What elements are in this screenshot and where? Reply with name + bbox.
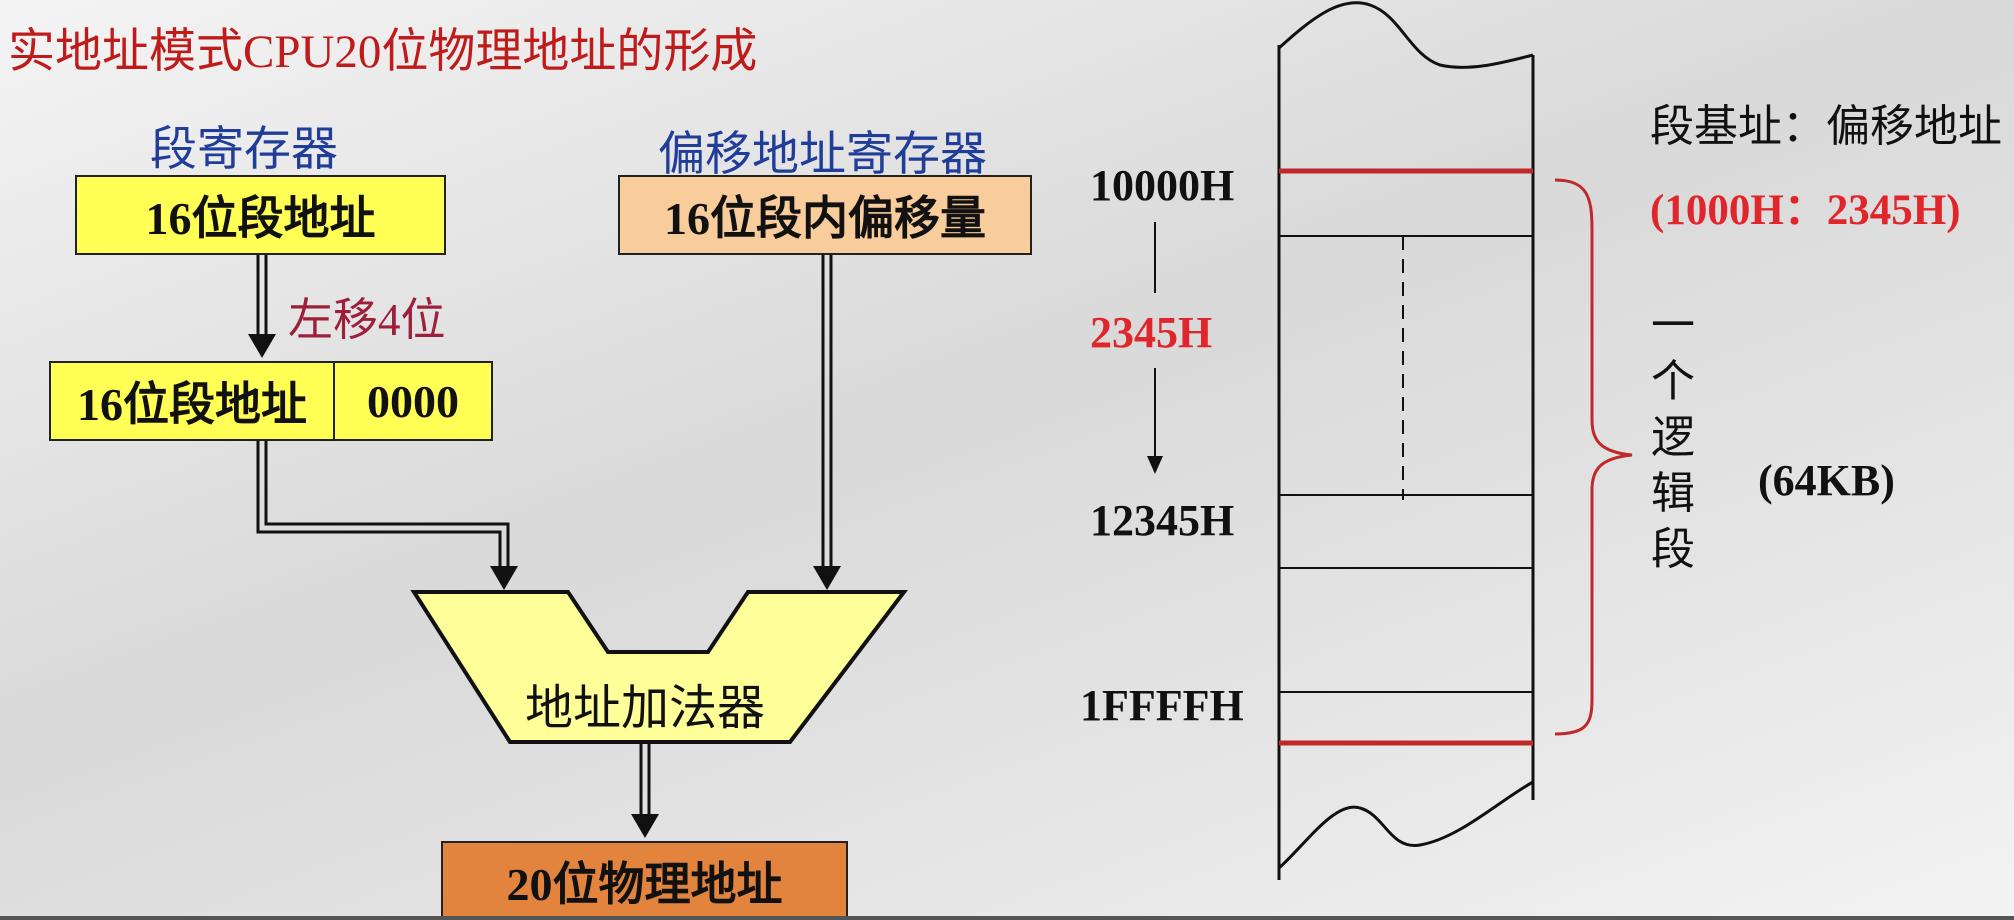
page-title: 实地址模式CPU20位物理地址的形成 <box>8 26 758 78</box>
shifted-segment-label: 16位段地址 <box>77 379 307 430</box>
adder-to-physical-arrow <box>631 742 659 838</box>
logical-segment-brace <box>1554 178 1633 736</box>
segment-address-box: 16位段地址 <box>75 175 446 255</box>
segment-register-label: 段寄存器 <box>150 124 338 176</box>
address-10000h: 10000H <box>1090 161 1235 210</box>
format-example: (1000H：2345H) <box>1650 187 1961 234</box>
shifted-segment-box: 16位段地址 0000 <box>49 361 493 441</box>
bottom-rule <box>0 916 2014 920</box>
address-adder-shape <box>410 590 909 744</box>
memory-column <box>1277 1 1535 880</box>
box-divider <box>333 363 335 439</box>
shift-left-label: 左移4位 <box>288 295 446 345</box>
logical-segment-label: 一个逻辑段 <box>1651 300 1695 575</box>
shift-to-adder-path <box>256 441 518 590</box>
offset-2345h: 2345H <box>1090 308 1213 357</box>
offset-box: 16位段内偏移量 <box>618 175 1032 255</box>
address-adder-label: 地址加法器 <box>525 682 766 735</box>
address-1ffffh: 1FFFFH <box>1080 681 1244 730</box>
offset-arrow <box>1147 222 1163 474</box>
format-label: 段基址：偏移地址 <box>1650 101 2002 152</box>
address-12345h: 12345H <box>1090 496 1235 545</box>
offset-to-adder-arrow <box>813 255 841 590</box>
segment-to-shift-arrow <box>248 255 276 358</box>
offset-register-label: 偏移地址寄存器 <box>658 129 987 181</box>
segment-size-label: (64KB) <box>1758 456 1895 505</box>
shifted-zeros-label: 0000 <box>367 375 459 427</box>
